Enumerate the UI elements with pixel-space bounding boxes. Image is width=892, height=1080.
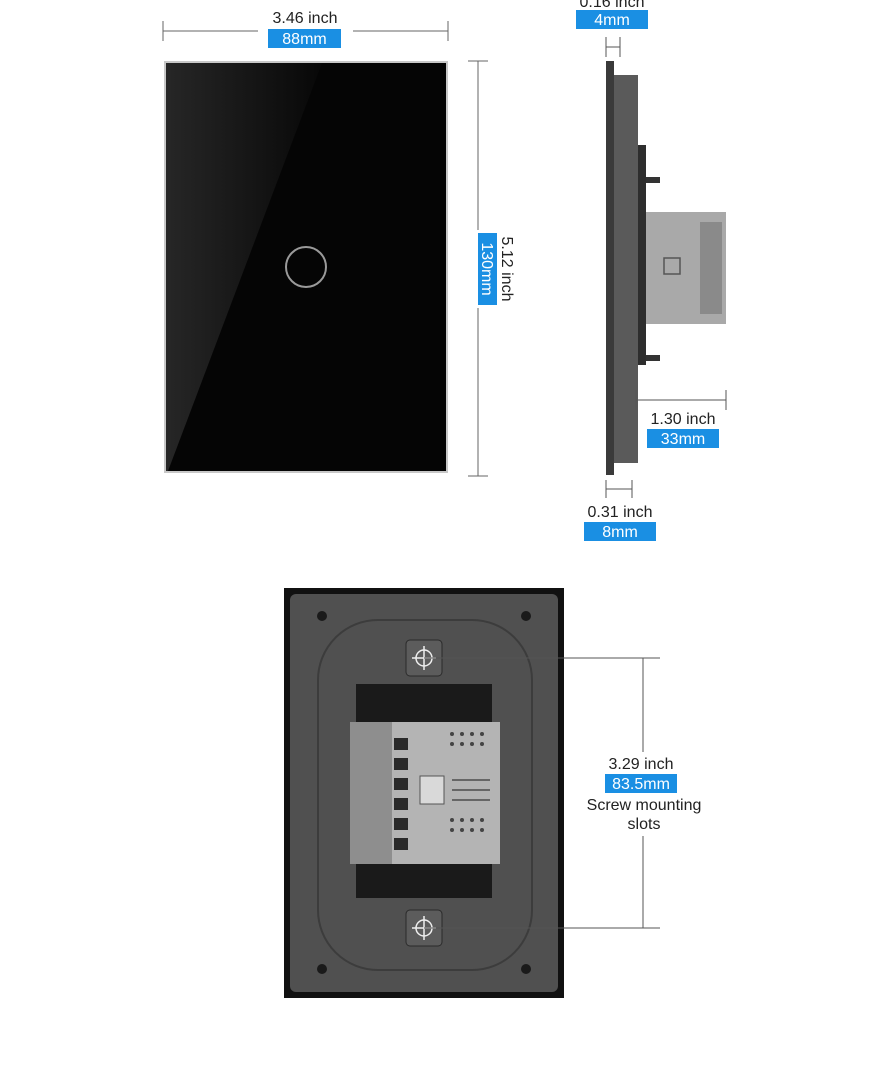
ce-mark-label bbox=[419, 775, 445, 805]
side-module-latch bbox=[663, 257, 681, 275]
front-view: 3.46 inch 88mm 130mm 5.12 inch bbox=[162, 10, 515, 477]
back-screw-mm-label: 83.5mm bbox=[612, 776, 670, 793]
front-height-inch-label: 5.12 inch bbox=[498, 237, 515, 302]
corner-hole-bl bbox=[317, 964, 327, 974]
glass-reflection bbox=[166, 63, 322, 471]
glass-thickness-dimension bbox=[605, 37, 621, 57]
front-height-mm-badge bbox=[478, 233, 497, 305]
screw-note-line1: Screw mounting bbox=[587, 797, 702, 814]
width-dimension-line bbox=[162, 21, 449, 41]
vent-dots bbox=[450, 732, 484, 832]
side-glass-mm-badge bbox=[576, 10, 648, 29]
front-width-mm-badge bbox=[268, 29, 341, 48]
back-gasket-outline bbox=[317, 619, 533, 971]
side-frame bbox=[614, 75, 638, 463]
corner-hole-br bbox=[521, 964, 531, 974]
side-clip-top bbox=[646, 177, 660, 183]
terminal-screws bbox=[394, 738, 408, 850]
screw-spacing-dimension bbox=[424, 657, 660, 929]
back-screw-inch-label: 3.29 inch bbox=[609, 756, 674, 773]
height-dimension-line bbox=[468, 60, 488, 477]
front-height-mm-label: 130mm bbox=[478, 242, 495, 295]
touch-button-icon bbox=[285, 246, 327, 288]
back-terminal-strip bbox=[350, 722, 392, 864]
screw-note-line2: slots bbox=[628, 816, 661, 833]
side-back-plate bbox=[638, 145, 646, 365]
depth-dimension-line bbox=[635, 390, 727, 410]
front-width-mm-label: 88mm bbox=[282, 31, 326, 48]
side-frame-inch-label: 0.31 inch bbox=[588, 504, 653, 521]
side-depth-mm-badge bbox=[647, 429, 719, 448]
side-glass-edge bbox=[606, 61, 614, 475]
module-ribs bbox=[452, 779, 490, 801]
frame-thickness-dimension bbox=[605, 480, 633, 498]
side-glass-inch-label: 0.16 inch bbox=[580, 0, 645, 11]
corner-hole-tl bbox=[317, 611, 327, 621]
front-width-inch-label: 3.46 inch bbox=[273, 10, 338, 27]
side-terminal-block bbox=[700, 222, 722, 314]
back-view: 3.29 inch 83.5mm Screw mounting slots bbox=[284, 588, 701, 998]
side-glass-mm-label: 4mm bbox=[594, 12, 630, 29]
side-frame-mm-badge bbox=[584, 522, 656, 541]
side-clip-bottom bbox=[646, 355, 660, 361]
corner-hole-tr bbox=[521, 611, 531, 621]
side-depth-mm-label: 33mm bbox=[661, 431, 705, 448]
side-depth-inch-label: 1.30 inch bbox=[651, 411, 716, 428]
side-view: 0.16 inch 4mm 1.30 inch 33mm bbox=[576, 0, 727, 541]
side-frame-mm-label: 8mm bbox=[602, 524, 638, 541]
back-screw-mm-badge bbox=[605, 774, 677, 793]
